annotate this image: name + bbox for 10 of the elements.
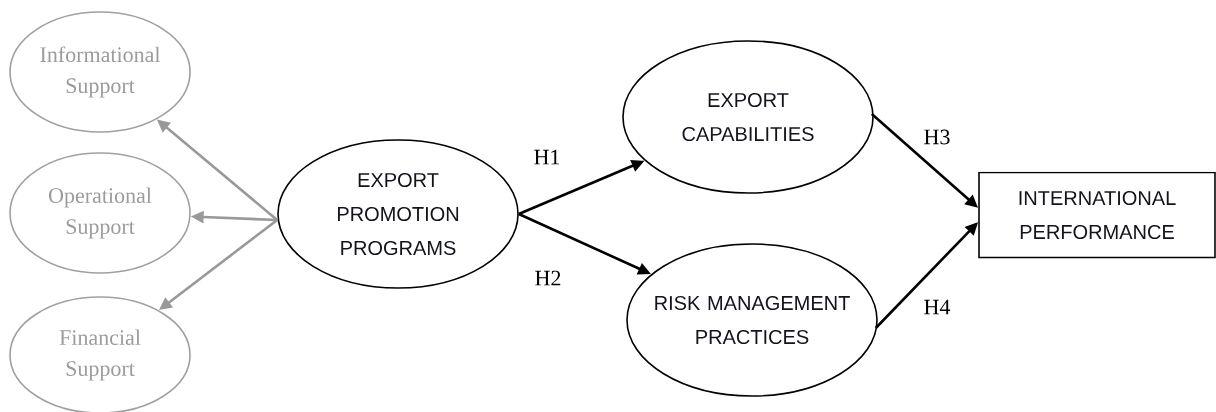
- ellipse-node: EXPORT CAPABILITIES: [622, 40, 874, 194]
- ellipse-node: Operational Support: [9, 152, 191, 274]
- ellipse-node: Informational Support: [9, 11, 191, 133]
- edge-label: H1: [534, 149, 560, 165]
- edge-label: H3: [924, 129, 950, 145]
- ellipse-node: EXPORT PROMOTION PROGRAMS: [277, 139, 519, 289]
- edge-label: H4: [924, 299, 951, 315]
- ellipse-node: RISK MANAGEMENT PRACTICES: [626, 243, 878, 397]
- process-box: INTERNATIONAL PERFORMANCE: [978, 171, 1216, 259]
- edge-label: H2: [535, 270, 561, 286]
